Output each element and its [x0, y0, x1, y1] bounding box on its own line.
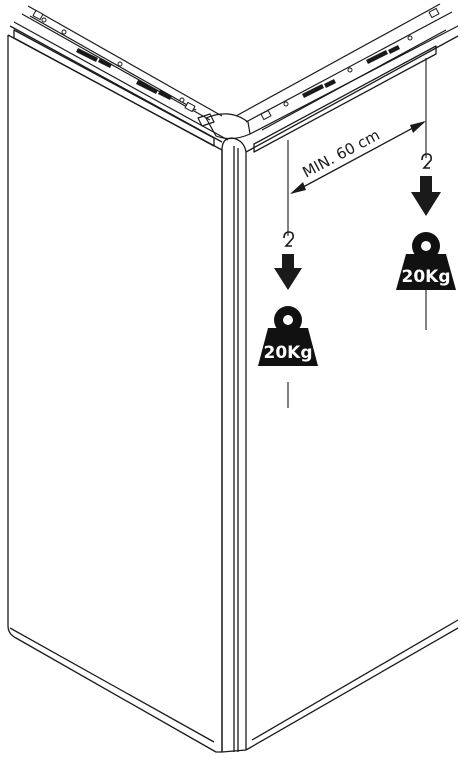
- vent-slots-left: [76, 48, 172, 100]
- weight-right-label: 20Kg: [402, 267, 451, 287]
- mounting-holes: [32, 7, 440, 121]
- down-arrow-left-icon: [274, 254, 302, 290]
- dimension-arrow: MIN. 60 cm: [290, 121, 426, 194]
- vent-slots-right: [302, 45, 400, 98]
- weight-right: 20Kg: [396, 232, 456, 290]
- corner-post: [221, 137, 247, 753]
- weight-left-label: 20Kg: [264, 343, 313, 363]
- hook-left: [283, 231, 294, 247]
- hanging-lines: [287, 58, 427, 408]
- dimension-label: MIN. 60 cm: [299, 126, 382, 182]
- left-panel: [7, 25, 223, 753]
- hook-right: [421, 153, 432, 169]
- top-mounting-bar: [13, 3, 459, 141]
- dimension-arrowhead-left: [290, 182, 306, 194]
- dimension-arrowhead-right: [410, 121, 426, 133]
- right-panel: [245, 35, 459, 751]
- weight-left: 20Kg: [258, 306, 318, 366]
- down-arrow-right-icon: [411, 176, 441, 216]
